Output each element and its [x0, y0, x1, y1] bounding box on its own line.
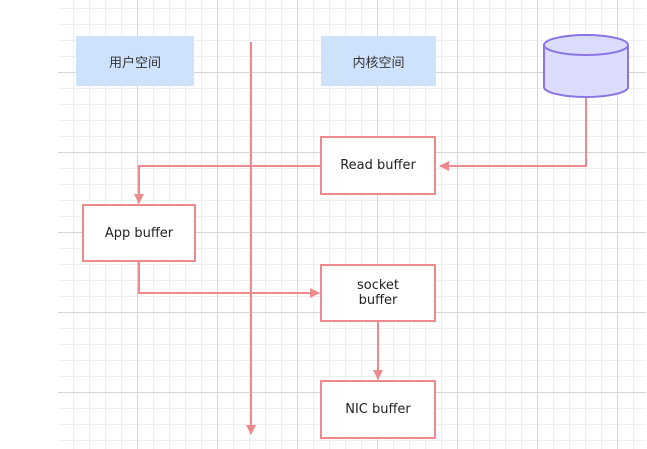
read-buffer-node: Read buffer: [320, 136, 436, 195]
database-cylinder-icon: [543, 34, 629, 98]
read-buffer-label: Read buffer: [340, 158, 416, 173]
disk-to-read-buffer-arrow: [439, 97, 587, 171]
socket-buffer-label: socket buffer: [356, 278, 400, 308]
app-buffer-node: App buffer: [82, 204, 196, 262]
read-buffer-to-app-buffer-arrow: [134, 165, 321, 204]
nic-buffer-label: NIC buffer: [345, 402, 411, 417]
app-buffer-to-socket-buffer-arrow: [138, 262, 320, 298]
user-space-label-text: 用户空间: [108, 55, 161, 71]
kernel-space-label-text: 内核空间: [352, 55, 405, 71]
kernel-space-label: 内核空间: [321, 36, 436, 86]
nic-buffer-node: NIC buffer: [320, 380, 436, 439]
socket-buffer-node: socket buffer: [320, 264, 436, 322]
app-buffer-label: App buffer: [104, 225, 174, 241]
user-space-label: 用户空间: [76, 36, 194, 86]
